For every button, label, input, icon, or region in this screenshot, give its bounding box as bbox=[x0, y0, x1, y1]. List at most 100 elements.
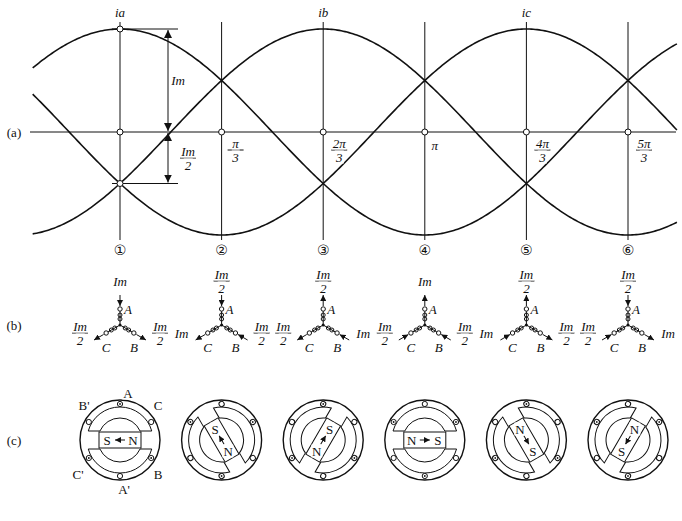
angle-label: 3 bbox=[538, 151, 547, 164]
pole-label: S bbox=[102, 434, 111, 447]
conductor-dot bbox=[119, 403, 121, 405]
conductor-dot bbox=[150, 457, 152, 459]
star-connection bbox=[602, 295, 654, 340]
step-number: ① bbox=[113, 243, 128, 257]
terminal-label: C bbox=[304, 341, 315, 354]
conductor-slot bbox=[492, 454, 499, 461]
terminal bbox=[524, 307, 528, 311]
terminal bbox=[538, 331, 542, 335]
current-arrow bbox=[323, 295, 324, 306]
terminal-label: B bbox=[637, 341, 647, 354]
star-connection bbox=[196, 295, 248, 340]
angle-label: 3 bbox=[640, 151, 649, 164]
stator bbox=[385, 400, 465, 480]
pole-label: S bbox=[325, 422, 334, 435]
step-number: ⑤ bbox=[519, 243, 534, 257]
terminal-label: A bbox=[123, 303, 133, 316]
conductor-dot bbox=[189, 421, 191, 423]
conductor-dot bbox=[353, 457, 355, 459]
magnet-bar bbox=[99, 432, 141, 448]
terminal bbox=[640, 331, 644, 335]
current-label: Im bbox=[72, 320, 88, 333]
neutral-point bbox=[119, 324, 122, 327]
current-arrow bbox=[340, 335, 350, 341]
current-arrow bbox=[602, 335, 612, 341]
phase-label: ia bbox=[114, 6, 126, 19]
conductor-slot bbox=[391, 455, 396, 460]
terminal-label: A bbox=[428, 303, 438, 316]
conductor-dot bbox=[494, 457, 496, 459]
conductor-slot bbox=[320, 400, 327, 407]
conductor-slot bbox=[422, 401, 427, 406]
conductor-slot bbox=[656, 454, 663, 461]
current-arrow bbox=[500, 335, 510, 341]
pole-label: N bbox=[311, 445, 322, 458]
star-connection bbox=[297, 295, 349, 340]
angle-label: 2π bbox=[332, 137, 347, 150]
current-label: Im bbox=[457, 320, 473, 333]
current-arrow bbox=[399, 335, 409, 341]
current-label: 2 bbox=[257, 334, 266, 347]
conductor-slot bbox=[624, 472, 631, 479]
current-arrow bbox=[644, 335, 654, 341]
pole-label: N bbox=[629, 422, 640, 435]
amplitude-label: 2 bbox=[184, 159, 193, 172]
flux-arrow bbox=[321, 436, 326, 445]
terminal-label: A bbox=[529, 303, 539, 316]
pole-label: N bbox=[127, 434, 138, 447]
conductor-slot bbox=[523, 472, 530, 479]
angle-label: 4π bbox=[535, 137, 550, 150]
coil-turn bbox=[109, 328, 113, 332]
conductor-slot bbox=[593, 418, 600, 425]
conductor-dot bbox=[627, 475, 629, 477]
pole-label: S bbox=[210, 422, 219, 435]
conductor-slot bbox=[554, 454, 561, 461]
pole-label: N bbox=[514, 422, 525, 435]
step-number: ② bbox=[214, 243, 229, 257]
flux-arrow bbox=[420, 440, 430, 441]
conductor-dot bbox=[88, 457, 90, 459]
current-label: Im bbox=[112, 275, 128, 288]
current-label: Im bbox=[377, 320, 393, 333]
current-label: Im bbox=[660, 327, 676, 340]
current-label: Im bbox=[417, 275, 433, 288]
terminal-label: C bbox=[609, 341, 620, 354]
pole-label: S bbox=[528, 445, 537, 458]
terminal-label: B bbox=[231, 341, 241, 354]
pole-shell bbox=[88, 407, 151, 431]
coil-turn bbox=[220, 317, 224, 321]
terminal bbox=[335, 331, 339, 335]
coil-turn bbox=[220, 313, 224, 317]
conductor-dot bbox=[393, 421, 395, 423]
terminal bbox=[423, 307, 427, 311]
pole-label: S bbox=[617, 445, 626, 458]
sample-point bbox=[219, 129, 225, 135]
terminal bbox=[118, 307, 122, 311]
current-label: Im bbox=[580, 320, 596, 333]
current-label: 2 bbox=[76, 334, 85, 347]
neutral-point bbox=[220, 324, 223, 327]
terminal bbox=[233, 331, 237, 335]
angle-label: π bbox=[431, 139, 440, 152]
terminal bbox=[612, 331, 616, 335]
conductor-dot bbox=[291, 457, 293, 459]
pole-label: N bbox=[406, 434, 417, 447]
current-wave bbox=[33, 29, 677, 235]
step-number: ④ bbox=[418, 243, 433, 257]
terminal bbox=[104, 331, 108, 335]
phase-label: ic bbox=[521, 6, 532, 19]
star-connection bbox=[399, 295, 451, 340]
flux-arrow bbox=[626, 436, 631, 445]
pole-shell bbox=[393, 407, 456, 431]
current-label: Im bbox=[275, 320, 291, 333]
field-poles bbox=[391, 401, 459, 478]
current-arrow bbox=[297, 335, 307, 341]
field-poles bbox=[476, 391, 577, 488]
conductor-slot bbox=[523, 400, 530, 407]
conductor-slot bbox=[218, 472, 225, 479]
terminal bbox=[206, 331, 210, 335]
current-arrow bbox=[424, 295, 425, 306]
field-poles bbox=[171, 391, 272, 488]
coil-turn bbox=[127, 328, 131, 332]
